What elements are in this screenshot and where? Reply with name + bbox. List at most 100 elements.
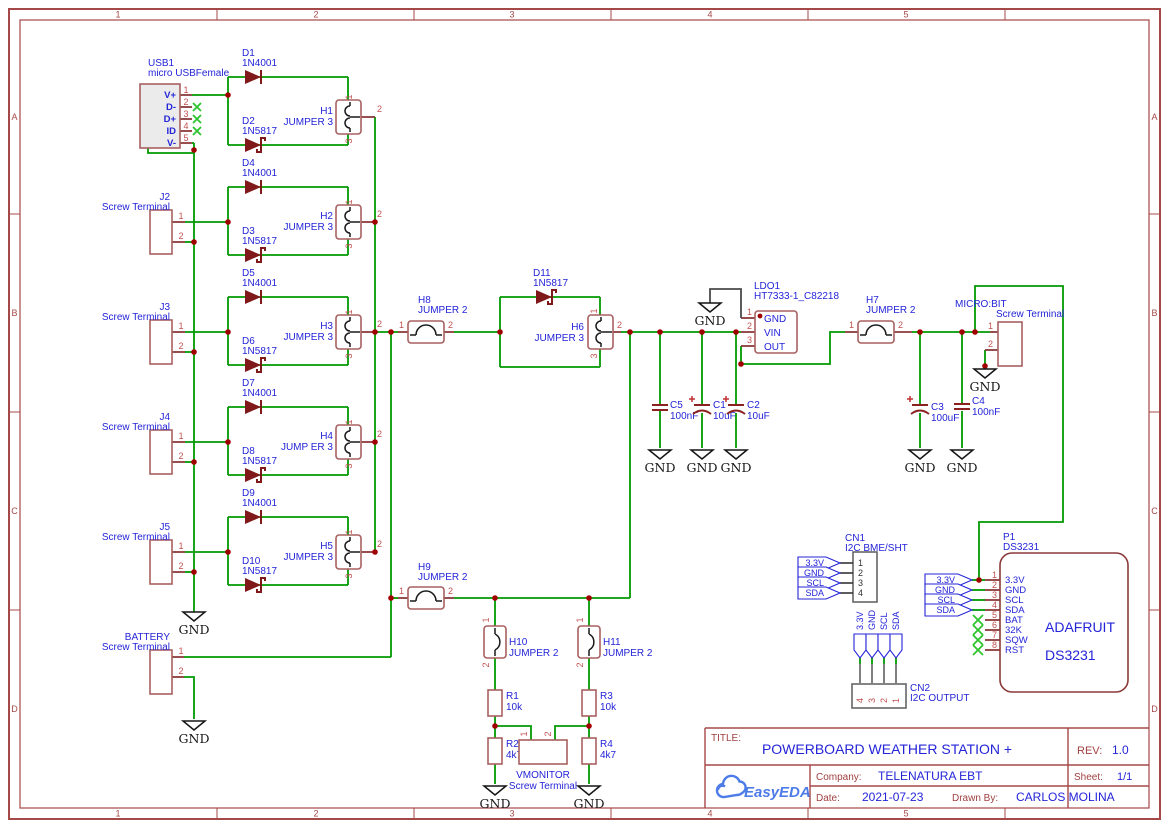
gnd-symbol: GND: [695, 302, 725, 328]
pin-number: 1: [183, 85, 188, 95]
net-label: GND: [867, 610, 877, 631]
gnd-symbol: GND: [574, 785, 604, 811]
component-value: Screw Terminal: [102, 312, 170, 323]
pin-number: 3: [589, 353, 599, 358]
component-value: 1N5817: [242, 346, 277, 357]
component-value: JUMPER 3: [535, 333, 585, 344]
component-value: 1N4001: [242, 498, 277, 509]
resistor-r2[interactable]: R2 4k7: [487, 737, 523, 765]
jumper-h8[interactable]: H8 JUMPER 2 1 2: [399, 295, 468, 344]
jumper-h11[interactable]: H11 JUMPER 2 1 2: [575, 617, 653, 667]
jumper-arc: [410, 324, 442, 336]
jumper-h7[interactable]: H7 JUMPER 2 1 2: [849, 295, 916, 344]
connector-cn1[interactable]: CN1 I2C BME/SHT 1 2 3 4 3.3V GND SCL SDA: [797, 533, 908, 603]
net-label: SCL: [806, 578, 824, 588]
pin-number: 2: [575, 662, 585, 667]
component-body: [149, 649, 173, 695]
terminal-battery[interactable]: BATTERY Screw Terminal 1 2: [102, 632, 184, 695]
rectifier-group-2[interactable]: D4 1N4001 D3 1N5817 H2 JUMPER 3 1 3 2: [242, 158, 382, 263]
schematic-title: POWERBOARD WEATHER STATION +: [762, 741, 1012, 757]
frame-row-label: B: [1151, 308, 1157, 318]
capacitor-c3[interactable]: C3 100uF: [907, 396, 959, 424]
resistor-r1[interactable]: R1 10k: [487, 689, 523, 717]
pin-number: 2: [377, 539, 382, 549]
pin-number: 1: [589, 308, 599, 313]
pin-number: 1: [858, 558, 863, 568]
jumper-h6[interactable]: H6 JUMPER 3 1 3 2: [535, 308, 622, 358]
cloud-icon-swoosh: [716, 784, 726, 791]
pin-number: 2: [178, 231, 183, 241]
component-ref: H4: [320, 431, 333, 442]
component-usb1[interactable]: USB1 micro USBFemale V+ D- D+ ID V- 1 2 …: [139, 58, 230, 149]
capacitor-c5[interactable]: C5 100nF: [652, 400, 698, 422]
wire: [554, 725, 589, 740]
title-label: TITLE:: [711, 733, 741, 744]
component-ref: C4: [972, 396, 985, 407]
terminal-vmonitor[interactable]: VMONITOR Screw Terminal 1 2: [509, 731, 577, 792]
terminal-microbit[interactable]: MICRO:BIT Screw Terminal 1 2: [955, 299, 1064, 367]
component-ldo1[interactable]: LDO1 HT7333-1_C82218 1 2 3 GND VIN OUT: [709, 281, 839, 354]
pin-number: 2: [178, 561, 183, 571]
jumper-h9[interactable]: H9 JUMPER 2 1 2: [399, 562, 468, 610]
jumper-body: [483, 625, 507, 659]
terminal-j4[interactable]: J4 Screw Terminal 1 2: [102, 412, 184, 475]
pin-number: 1: [344, 94, 354, 99]
component-ref: D11: [533, 268, 551, 279]
component-value: Screw Terminal: [102, 422, 170, 433]
net-flag: [865, 633, 879, 659]
easyeda-logo[interactable]: EasyEDA: [715, 774, 811, 801]
cap-plate-curved: [910, 409, 930, 415]
component-ref: P1: [1003, 532, 1016, 543]
resistor-body: [581, 689, 597, 717]
capacitor-c2[interactable]: C2 10uF: [723, 396, 770, 422]
diode-d11[interactable]: D11 1N5817: [533, 268, 568, 305]
capacitor-c4[interactable]: C4 100nF: [954, 396, 1000, 418]
rectifier-group-4[interactable]: D7 1N4001 D8 1N5817 H4 JUMP ER 3 1 3 2: [242, 378, 382, 483]
pin-number: 1: [178, 431, 183, 441]
net-flag: [889, 633, 903, 659]
pin-number: 3: [183, 109, 188, 119]
pin-number: 4: [858, 588, 863, 598]
component-value: I2C BME/SHT: [845, 543, 908, 554]
component-value: JUMPER 2: [418, 572, 468, 583]
connector-cn2[interactable]: CN2 I2C OUTPUT 3.3V GND SCL SDA 4 3 2 1: [851, 610, 969, 709]
frame-row-label: C: [11, 506, 18, 516]
jumper-h10[interactable]: H10 JUMPER 2 1 2: [481, 617, 559, 667]
frame-col-label: 3: [509, 10, 514, 20]
pin-number: 4: [855, 698, 865, 703]
pin-number: 1: [344, 529, 354, 534]
frame-ticks: [9, 9, 1160, 819]
rectifier-group-3[interactable]: D5 1N4001 D6 1N5817 H3 JUMPER 3 1 3 2: [242, 268, 382, 373]
terminal-j2[interactable]: J2 Screw Terminal 1 2: [102, 192, 184, 255]
gnd-symbol: GND: [179, 611, 209, 637]
jumper-arc: [344, 102, 360, 132]
component-p1-ds3231[interactable]: P1 DS3231 ADAFRUIT DS3231 1 2 3 4 5 6 7 …: [924, 532, 1129, 693]
component-ref: H8: [418, 295, 431, 306]
diode-symbol: [245, 400, 261, 414]
component-value: DS3231: [1003, 542, 1040, 553]
wires[interactable]: [147, 76, 1064, 784]
component-ref: CN1: [845, 533, 865, 544]
component-value: JUMPER 3: [284, 552, 334, 563]
terminal-j5[interactable]: J5 Screw Terminal 1 2: [102, 522, 184, 585]
terminal-j3[interactable]: J3 Screw Terminal 1 2: [102, 302, 184, 365]
component-ref: D4: [242, 158, 255, 169]
jumper-body: [335, 424, 362, 460]
cap-plate-curved: [692, 409, 712, 415]
gnd-symbol: GND: [480, 785, 510, 811]
net-label: 3.3V: [855, 611, 865, 630]
component-ref: H2: [320, 211, 333, 222]
rectifier-group-1[interactable]: D1 1N4001 D2 1N5817 H1 JUMPER 3 1 3 2: [242, 48, 382, 153]
resistor-r3[interactable]: R3 10k: [581, 689, 617, 717]
component-value: Screw Terminal: [509, 781, 577, 792]
component-value: 1N4001: [242, 388, 277, 399]
rectifier-group-5[interactable]: D9 1N4001 D10 1N5817 H5 JUMPER 3 1 3 2: [242, 488, 382, 593]
pin-number: 2: [178, 341, 183, 351]
capacitor-c1[interactable]: C1 10uF: [689, 396, 736, 422]
gnd-symbol: GND: [947, 449, 977, 475]
frame-row-label: A: [1151, 112, 1157, 122]
resistor-r4[interactable]: R4 4k7: [581, 737, 617, 765]
component-value: 1N5817: [242, 566, 277, 577]
diode-symbol: [245, 70, 261, 84]
